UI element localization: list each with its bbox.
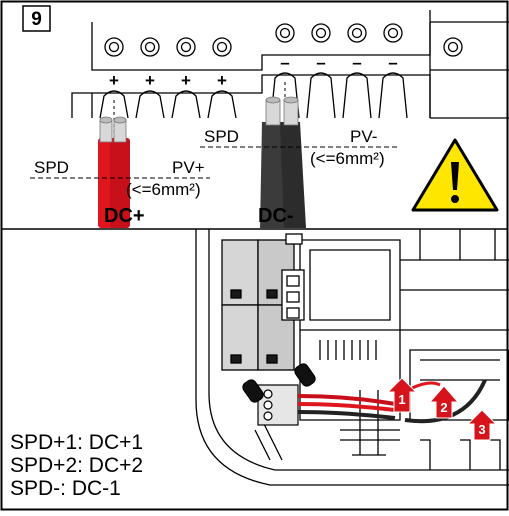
callout-number: 1: [398, 392, 405, 407]
step-number: 9: [31, 9, 42, 30]
screw-icon: [347, 23, 367, 43]
connection-legend: SPD+1: DC+1 SPD+2: DC+2 SPD-: DC-1: [10, 431, 143, 500]
negative-left-label: SPD: [204, 127, 239, 146]
negative-size-note: (<=6mm²): [310, 149, 385, 168]
terminal-sign: –: [352, 53, 361, 72]
screw-icon: [212, 37, 232, 57]
positive-polarity-label: DC+: [104, 205, 145, 227]
negative-labels: SPD PV- (<=6mm²) DC-: [200, 127, 398, 227]
guide-lines: [113, 82, 286, 140]
screw-icon: [443, 37, 463, 57]
callout-1: 1: [386, 377, 418, 413]
terminal-sign: +: [145, 71, 155, 90]
negative-cable: [260, 96, 306, 228]
screw-icon: [104, 37, 124, 57]
positive-left-label: SPD: [34, 158, 69, 177]
terminal-screws: [104, 23, 463, 57]
callout-number: 3: [478, 422, 485, 437]
callout-2: 2: [428, 385, 460, 419]
connection-line: SPD-: DC-1: [10, 477, 121, 500]
terminal-sign: –: [280, 53, 289, 72]
screw-icon: [383, 23, 403, 43]
inverter-housing: [195, 229, 509, 486]
spd-modules: [221, 233, 305, 371]
terminal-sign: +: [217, 71, 227, 90]
screw-icon: [311, 23, 331, 43]
positive-right-label: PV+: [172, 158, 205, 177]
positive-labels: SPD PV+ (<=6mm²) DC+: [30, 158, 210, 227]
terminal-block: [71, 10, 509, 119]
terminal-sign: +: [109, 71, 119, 90]
screw-icon: [275, 23, 295, 43]
connection-line: SPD+1: DC+1: [10, 431, 143, 454]
warning-icon: [411, 138, 499, 212]
terminal-sign: +: [181, 71, 191, 90]
positive-size-note: (<=6mm²): [126, 180, 201, 199]
negative-polarity-label: DC-: [258, 205, 294, 227]
negative-right-label: PV-: [350, 127, 377, 146]
spd-connector: [242, 363, 316, 426]
terminal-sign: –: [316, 53, 325, 72]
callout-3: 3: [466, 409, 498, 441]
screw-icon: [176, 37, 196, 57]
terminal-signs: + + + + – – – –: [109, 53, 398, 90]
terminal-sign: –: [388, 53, 397, 72]
positive-cable: [98, 116, 130, 228]
step-badge: 9: [22, 5, 51, 32]
connection-line: SPD+2: DC+2: [10, 454, 143, 477]
clamp-openings: [99, 72, 408, 119]
screw-icon: [140, 37, 160, 57]
callout-number: 2: [440, 400, 447, 415]
